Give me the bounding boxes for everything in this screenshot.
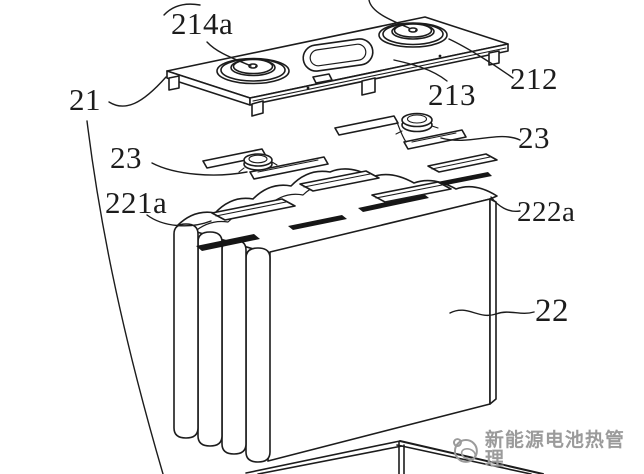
label-21: 21 (69, 82, 101, 117)
leader-212 (448, 38, 514, 79)
leader-214a (206, 41, 252, 67)
leader-221a (146, 214, 212, 227)
cell-edge (245, 247, 271, 463)
leader-lines (86, 0, 535, 474)
cell-stack (173, 153, 498, 463)
leader-213 (393, 59, 448, 82)
leader-23-left (151, 162, 248, 176)
leader-21-long (86, 120, 164, 474)
label-214a: 214a (171, 6, 234, 41)
label-23-left: 23 (110, 140, 142, 175)
cell-stack-side-face (489, 198, 497, 405)
tab-slot-strip (196, 172, 492, 251)
cell-edge (221, 239, 247, 455)
top-cover-plate (166, 16, 509, 117)
cell-tab (211, 153, 498, 221)
leader-22 (449, 309, 535, 317)
leader-23-right (440, 135, 521, 142)
leader-21 (108, 76, 167, 107)
cell-edge (197, 231, 223, 447)
watermark-text: 新能源电池热管理 (484, 429, 625, 470)
busbar-left (202, 148, 329, 180)
leader-222a (490, 196, 521, 213)
square-hole (312, 73, 333, 84)
bottom-tray (245, 440, 544, 474)
watermark: 新能源电池热管理 (450, 431, 644, 469)
mounting-foot (168, 50, 500, 117)
label-222a: 222a (517, 196, 576, 228)
terminal-right (378, 22, 448, 48)
leader-terminal-right (368, 0, 410, 29)
busbar-right (334, 112, 467, 150)
vent-port (302, 38, 374, 72)
leader-214a-arc (163, 3, 201, 16)
label-221a: 221a (105, 185, 168, 220)
label-22: 22 (535, 293, 569, 329)
label-213: 213 (428, 77, 476, 112)
label-23-right: 23 (518, 120, 550, 155)
label-212: 212 (510, 61, 558, 96)
terminal-left (216, 57, 290, 85)
cell-edge (173, 223, 199, 439)
watermark-logo-icon (452, 438, 478, 463)
